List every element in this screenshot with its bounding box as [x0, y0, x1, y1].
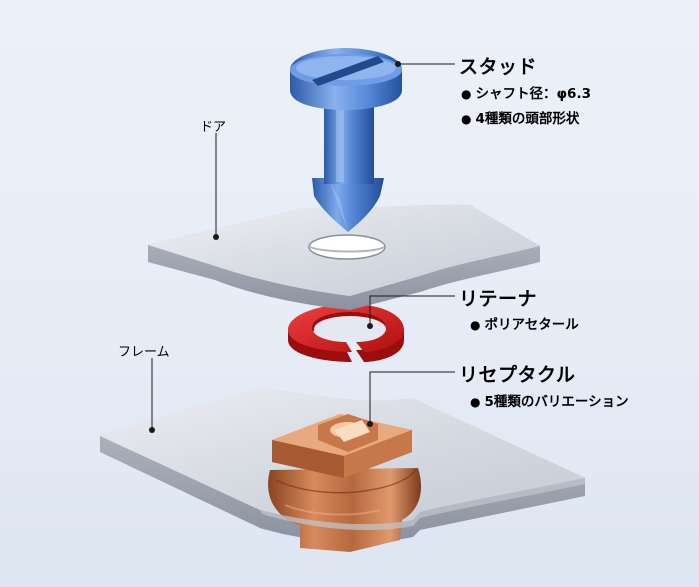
door-plate	[148, 204, 540, 310]
retainer-ring	[288, 304, 404, 362]
retainer-spec-text: ポリアセタール	[484, 317, 579, 333]
retainer-label: リテーナ	[459, 288, 538, 310]
receptacle-spec: ●5種類のバリエーション	[470, 390, 629, 410]
stud-spec-shaft: ●シャフト径：φ6.3	[461, 82, 591, 102]
retainer-leader	[369, 295, 455, 326]
bullet-dot: ●	[470, 395, 481, 409]
bullet-dot: ●	[461, 87, 472, 101]
leader-lines	[149, 61, 455, 433]
retainer-spec: ●ポリアセタール	[470, 313, 579, 333]
bullet-dot: ●	[470, 318, 481, 332]
receptacle-label: リセプタクル	[459, 364, 576, 386]
stud-spec-shaft-text: シャフト径：φ6.3	[475, 86, 591, 102]
door-label: ドア	[200, 120, 227, 135]
receptacle-leader	[369, 371, 455, 424]
receptacle-part	[268, 414, 422, 552]
door-hole	[308, 234, 386, 260]
stud-label: スタッド	[459, 56, 538, 78]
stud-spec-heads: ●4種類の頭部形状	[461, 107, 579, 127]
stud-part	[290, 48, 402, 232]
stud-spec-heads-text: 4種類の頭部形状	[475, 111, 580, 127]
receptacle-spec-text: 5種類のバリエーション	[484, 394, 629, 410]
frame-label: フレーム	[118, 345, 170, 360]
bullet-dot: ●	[461, 112, 472, 126]
